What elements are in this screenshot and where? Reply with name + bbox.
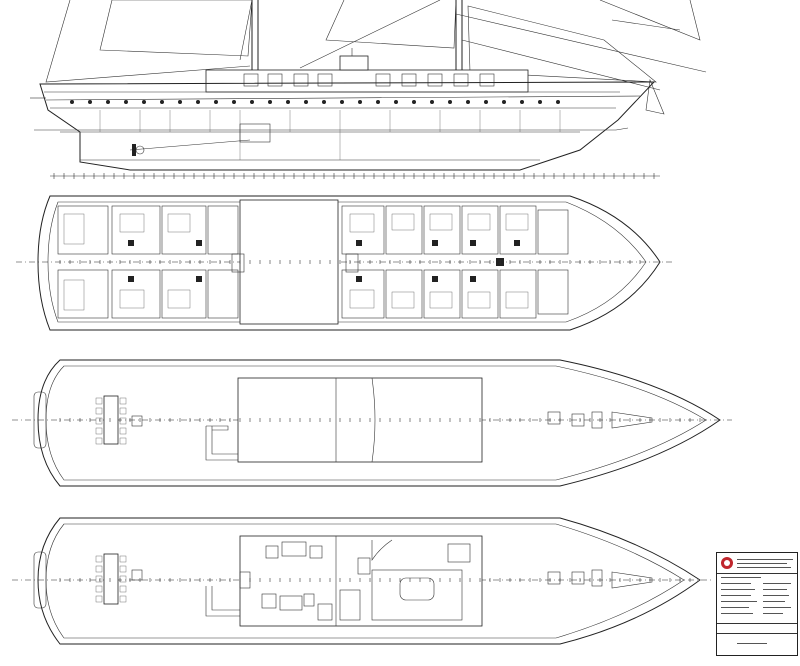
main-deck-plan-view xyxy=(12,517,712,645)
hull-profile xyxy=(30,81,656,171)
upper-deck-plan-view xyxy=(12,359,732,487)
company-logo xyxy=(721,557,733,569)
frame-ticks xyxy=(59,418,701,422)
forward-cabins xyxy=(341,205,569,319)
frame-ticks xyxy=(59,578,691,582)
aft-cabins xyxy=(57,205,239,319)
side-profile-view xyxy=(30,0,707,177)
frame-ticks xyxy=(59,260,641,264)
title-block xyxy=(716,552,798,656)
main-dining-table xyxy=(95,553,127,605)
dining-table xyxy=(95,395,127,445)
saloon-furniture xyxy=(261,539,471,621)
frame-ticks xyxy=(53,173,655,179)
lower-deck-plan-view xyxy=(16,195,672,331)
deckhouse xyxy=(205,48,529,93)
sail-rig xyxy=(45,0,707,115)
